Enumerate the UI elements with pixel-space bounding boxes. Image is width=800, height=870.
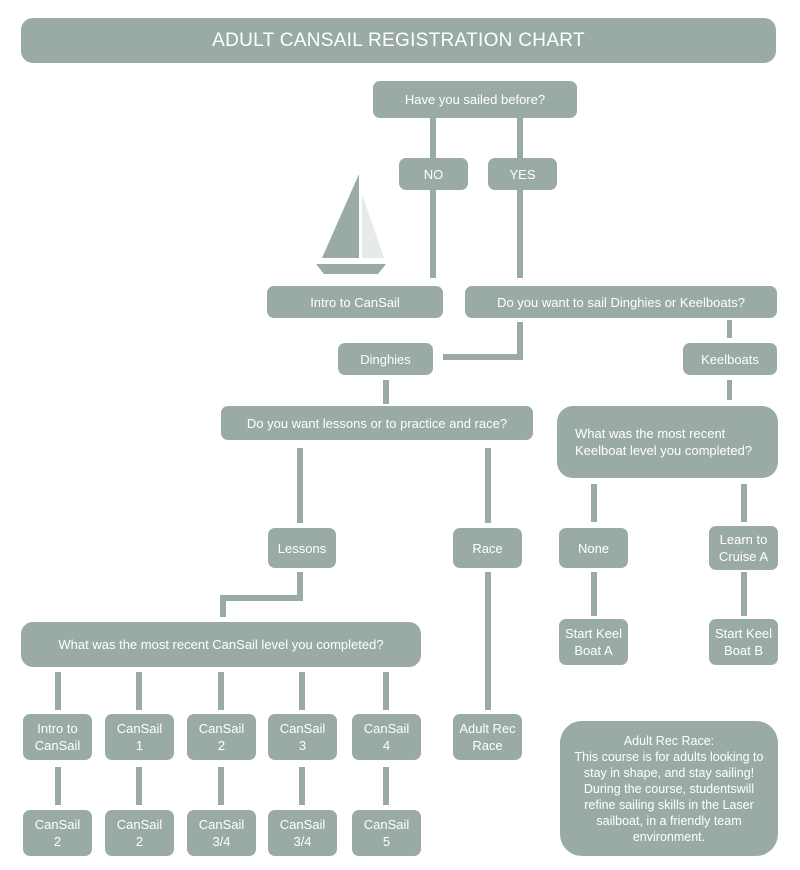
- connector-line: [220, 595, 226, 617]
- connector-line: [727, 320, 732, 338]
- connector-line: [485, 448, 491, 523]
- connector-line: [299, 672, 305, 710]
- next-level-box: CanSail 3/4: [268, 810, 337, 856]
- connector-line: [443, 354, 523, 360]
- connector-line: [136, 672, 142, 710]
- connector-line: [430, 190, 436, 278]
- connector-line: [136, 767, 142, 805]
- level-completed-box: CanSail 4: [352, 714, 421, 760]
- lessons-box: Lessons: [268, 528, 336, 568]
- adult-rec-race-note: Adult Rec Race: This course is for adult…: [560, 721, 778, 856]
- note-body: This course is for adults looking to sta…: [574, 749, 764, 844]
- connector-line: [55, 767, 61, 805]
- connector-line: [299, 767, 305, 805]
- note-heading: Adult Rec Race:: [623, 733, 715, 748]
- connector-line: [218, 672, 224, 710]
- keelboats-box: Keelboats: [683, 343, 777, 375]
- level-completed-box: CanSail 2: [187, 714, 256, 760]
- sailboat-icon: [316, 174, 386, 274]
- connector-line: [297, 572, 303, 600]
- connector-line: [383, 380, 389, 404]
- connector-line: [383, 672, 389, 710]
- connector-line: [591, 484, 597, 522]
- question-dinghies-or-keelboats: Do you want to sail Dinghies or Keelboat…: [465, 286, 777, 318]
- connector-line: [741, 572, 747, 616]
- connector-line: [430, 118, 436, 158]
- connector-line: [517, 190, 523, 278]
- question-sailed-before: Have you sailed before?: [373, 81, 577, 118]
- race-box: Race: [453, 528, 522, 568]
- next-level-box: CanSail 2: [105, 810, 174, 856]
- next-level-box: CanSail 2: [23, 810, 92, 856]
- dinghies-box: Dinghies: [338, 343, 433, 375]
- answer-yes: YES: [488, 158, 557, 190]
- connector-line: [517, 118, 523, 158]
- next-level-box: CanSail 5: [352, 810, 421, 856]
- question-lessons-or-race: Do you want lessons or to practice and r…: [221, 406, 533, 440]
- question-cansail-level: What was the most recent CanSail level y…: [21, 622, 421, 667]
- question-keelboat-level: What was the most recent Keelboat level …: [557, 406, 778, 478]
- connector-line: [218, 767, 224, 805]
- connector-line: [727, 380, 732, 400]
- learn-to-cruise-a-box: Learn to Cruise A: [709, 526, 778, 570]
- intro-to-cansail-box: Intro to CanSail: [267, 286, 443, 318]
- answer-no: NO: [399, 158, 468, 190]
- adult-rec-race-box: Adult Rec Race: [453, 714, 522, 760]
- none-box: None: [559, 528, 628, 568]
- chart-title: ADULT CANSAIL REGISTRATION CHART: [21, 18, 776, 63]
- start-keel-boat-b-box: Start Keel Boat B: [709, 619, 778, 665]
- connector-line: [55, 672, 61, 710]
- connector-line: [591, 572, 597, 616]
- level-completed-box: CanSail 1: [105, 714, 174, 760]
- start-keel-boat-a-box: Start Keel Boat A: [559, 619, 628, 665]
- connector-line: [297, 448, 303, 523]
- connector-line: [741, 484, 747, 522]
- level-completed-box: CanSail 3: [268, 714, 337, 760]
- connector-line: [517, 322, 523, 360]
- connector-line: [485, 572, 491, 710]
- connector-line: [220, 595, 303, 601]
- next-level-box: CanSail 3/4: [187, 810, 256, 856]
- connector-line: [383, 767, 389, 805]
- level-completed-box: Intro to CanSail: [23, 714, 92, 760]
